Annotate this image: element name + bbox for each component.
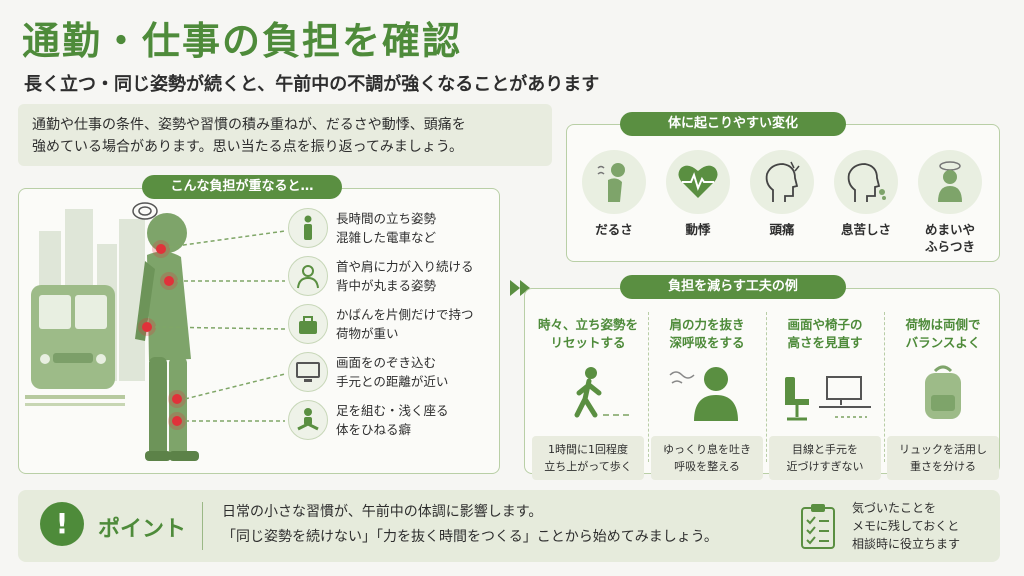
memo-text: 気づいたことを メモに残しておくと 相談時に役立ちます — [852, 501, 961, 551]
page-subtitle: 長く立つ・同じ姿勢が続くと、午前中の不調が強くなることがあります — [24, 74, 600, 95]
point-label: ポイント — [98, 517, 187, 542]
bag-icon — [288, 304, 328, 344]
desk-chair-icon — [769, 356, 881, 430]
tip-item: 時々、立ち姿勢をリセットする 1時間に1回程度立ち上がって歩く — [532, 316, 644, 480]
intro-line-2: 強めている場合があります。思い当たる点を振り返ってみましょう。 — [32, 139, 464, 155]
symptom-item: だるさ — [574, 150, 654, 238]
changes-heading: 体に起こりやすい変化 — [620, 112, 846, 136]
page-title: 通勤・仕事の負担を確認 — [22, 19, 463, 63]
load-item: 長時間の立ち姿勢混雑した電車など — [288, 208, 494, 252]
backpack-icon — [887, 356, 999, 430]
load-heading: こんな負担が重なると… — [142, 175, 342, 199]
symptom-item: めまいやふらつき — [910, 150, 990, 255]
clipboard-checklist-icon — [801, 504, 835, 549]
sitting-cross-legged-icon — [288, 400, 328, 440]
standing-person-icon — [288, 208, 328, 248]
train-icon — [25, 285, 125, 406]
symptom-item: 頭痛 — [742, 150, 822, 238]
point-panel — [18, 490, 1000, 562]
exclamation-icon: ! — [40, 502, 84, 546]
tip-item: 肩の力を抜き深呼吸をする ゆっくり息を吐き呼吸を整える — [651, 316, 763, 480]
intro-line-1: 通勤や仕事の条件、姿勢や習慣の積み重ねが、だるさや動悸、頭痛を — [32, 117, 466, 133]
tired-person-illustration — [135, 213, 199, 461]
load-item: かばんを片側だけで持つ荷物が重い — [288, 304, 494, 348]
load-item: 画面をのぞき込む手元との距離が近い — [288, 352, 494, 396]
walking-icon — [532, 356, 644, 430]
commute-illustration — [25, 202, 286, 461]
monitor-icon — [288, 352, 328, 392]
symptom-item: 息苦しさ — [826, 150, 906, 238]
intro-box: 通勤や仕事の条件、姿勢や習慣の積み重ねが、だるさや動悸、頭痛を 強めている場合が… — [18, 104, 552, 166]
load-panel — [18, 188, 500, 474]
heartbeat-icon — [666, 150, 730, 214]
symptom-item: 動悸 — [658, 150, 738, 238]
point-text: 日常の小さな習慣が、午前中の体調に影響します。 「同じ姿勢を続けない」「力を抜く… — [222, 504, 718, 545]
divider — [202, 502, 203, 550]
neck-shoulder-icon — [288, 256, 328, 296]
tip-item: 画面や椅子の高さを見直す 目線と手元を近づけすぎない — [769, 316, 881, 480]
pain-points — [138, 240, 186, 430]
fatigue-icon — [582, 150, 646, 214]
headache-icon — [750, 150, 814, 214]
divider — [648, 312, 649, 462]
tips-heading: 負担を減らす工夫の例 — [620, 275, 846, 299]
load-item: 首や肩に力が入り続ける背中が丸まる姿勢 — [288, 256, 494, 300]
dizziness-icon — [918, 150, 982, 214]
breathing-icon — [651, 356, 763, 430]
dizzy-mark — [132, 202, 158, 220]
divider — [766, 312, 767, 462]
tip-item: 荷物は両側でバランスよく リュックを活用し重さを分ける — [887, 316, 999, 480]
breathless-icon — [834, 150, 898, 214]
load-item: 足を組む・浅く座る体をひねる癖 — [288, 400, 494, 444]
divider — [884, 312, 885, 462]
